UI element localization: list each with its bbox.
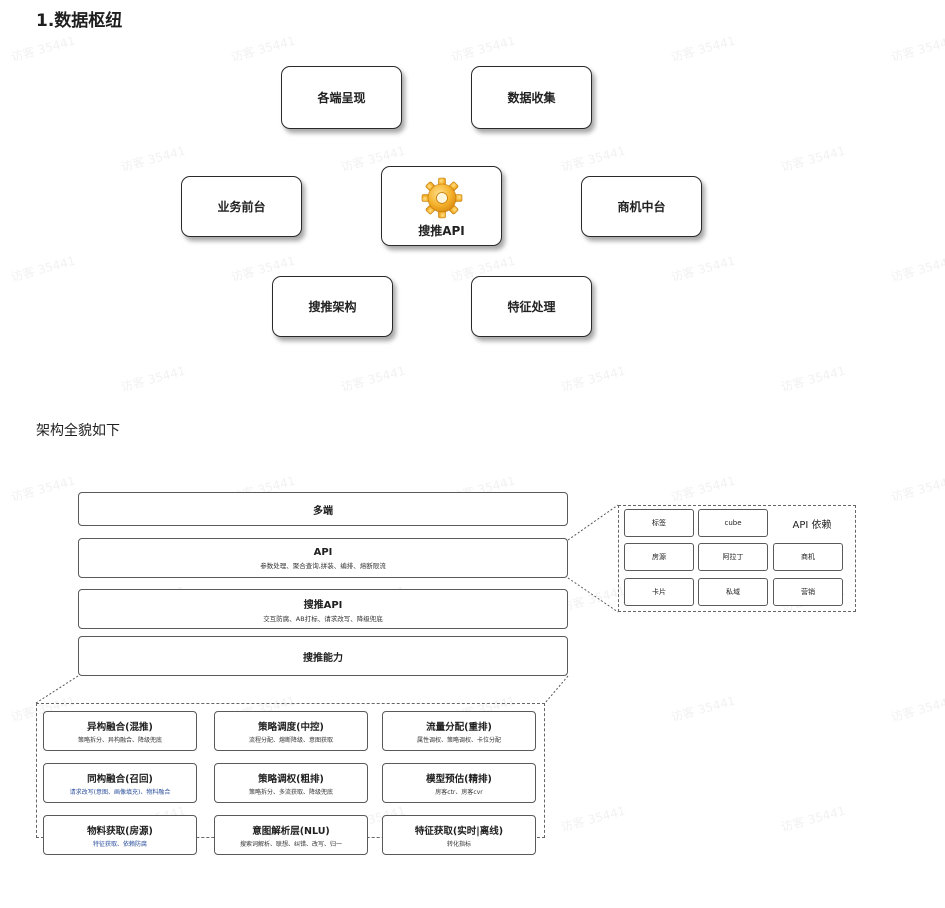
capability-subtitle: 属性调权、策略调权、卡位分配: [416, 736, 501, 744]
hub-node-middle-right: 商机中台: [581, 176, 702, 237]
api-dep-item: 卡片: [624, 578, 694, 606]
section-subheading: 架构全貌如下: [36, 423, 120, 439]
capability-card: 策略调权(粗排) 策略拆分、多流获取、降级兜底: [214, 763, 368, 803]
api-deps-panel: [618, 505, 856, 612]
capability-title: 物料获取(房源): [87, 825, 153, 837]
hub-node-middle-left: 业务前台: [181, 176, 302, 237]
hub-node-bottom-right: 特征处理: [471, 276, 592, 337]
capability-card: 特征获取(实时|离线) 转化指标: [382, 815, 536, 855]
api-dep-item: 私域: [698, 578, 768, 606]
capability-title: 策略调度(中控): [258, 721, 324, 733]
layer-title: API: [313, 546, 333, 558]
section-heading: 1.数据枢纽: [36, 11, 123, 31]
capability-title: 意图解析层(NLU): [252, 825, 330, 837]
gear-icon: [421, 177, 462, 219]
capability-card: 流量分配(重排) 属性调权、策略调权、卡位分配: [382, 711, 536, 751]
hub-node-bottom-left: 搜推架构: [272, 276, 393, 337]
capability-card: 同构融合(召回) 请求改写(意图、画像填充)、物料融合: [43, 763, 197, 803]
hub-node-top-right: 数据收集: [471, 66, 592, 129]
capability-card: 模型预估(精排) 房客ctr、房客cvr: [382, 763, 536, 803]
layer-title: 多端: [313, 505, 333, 517]
capability-subtitle: 策略拆分、多流获取、降级兜底: [248, 788, 333, 796]
capabilities-connector-left: [35, 675, 79, 704]
api-dep-item: 标签: [624, 509, 694, 537]
api-dep-item: 商机: [773, 543, 843, 571]
capability-title: 特征获取(实时|离线): [414, 825, 504, 837]
layer-api: API 参数处理、聚合查询,拼装、编排、熔断限流: [78, 538, 568, 578]
api-dep-item: 房源: [624, 543, 694, 571]
api-deps-title: API 依赖: [792, 519, 832, 531]
layer-multi-end: 多端: [78, 492, 568, 526]
layer-search-rec-api: 搜推API 交互防腐、AB打标、请求改写、降级兜底: [78, 589, 568, 629]
capability-subtitle: 搜索词解析、联想、纠错、改写、归一: [239, 840, 342, 848]
api-dep-item: cube: [698, 509, 768, 537]
api-deps-connector-bottom: [567, 577, 619, 613]
api-dep-item: 阿拉丁: [698, 543, 768, 571]
hub-node-center: 搜推API: [381, 166, 502, 246]
capability-card: 物料获取(房源) 特征获取、依赖防腐: [43, 815, 197, 855]
api-deps-connector-top: [567, 504, 619, 541]
capability-card: 异构融合(混推) 策略拆分、异构融合、降级兜底: [43, 711, 197, 751]
layer-search-rec-capability: 搜推能力: [78, 636, 568, 676]
capability-subtitle: 策略拆分、异构融合、降级兜底: [77, 736, 162, 744]
capability-title: 策略调权(粗排): [258, 773, 324, 785]
capability-card: 策略调度(中控) 流程分配、熔断降级、意图获取: [214, 711, 368, 751]
capability-title: 模型预估(精排): [426, 773, 492, 785]
hub-node-top-left: 各端呈现: [281, 66, 402, 129]
capability-title: 流量分配(重排): [426, 721, 492, 733]
capability-subtitle: 房客ctr、房客cvr: [435, 788, 483, 796]
capabilities-connector-right: [544, 675, 569, 704]
capability-subtitle: 特征获取、依赖防腐: [92, 840, 147, 848]
layer-title: 搜推API: [303, 599, 343, 611]
capability-subtitle: 转化指标: [446, 840, 471, 848]
layer-subtitle: 参数处理、聚合查询,拼装、编排、熔断限流: [260, 561, 386, 570]
hub-center-label: 搜推API: [418, 224, 465, 238]
capability-title: 同构融合(召回): [87, 773, 153, 785]
capability-card: 意图解析层(NLU) 搜索词解析、联想、纠错、改写、归一: [214, 815, 368, 855]
capability-title: 异构融合(混推): [87, 721, 153, 733]
layer-title: 搜推能力: [303, 652, 343, 664]
layer-subtitle: 交互防腐、AB打标、请求改写、降级兜底: [263, 614, 383, 623]
capability-subtitle: 请求改写(意图、画像填充)、物料融合: [69, 788, 171, 796]
api-dep-item: 营销: [773, 578, 843, 606]
capability-subtitle: 流程分配、熔断降级、意图获取: [248, 736, 333, 744]
